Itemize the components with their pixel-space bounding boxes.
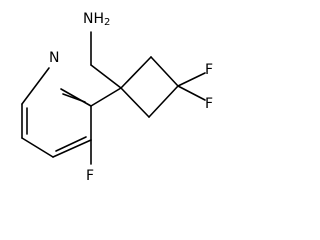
- amine-h-count: 2: [104, 17, 110, 28]
- bond-pyc5-pyc4: [21, 137, 54, 158]
- bond-c3-c4: [148, 85, 179, 118]
- bond-pyc2-pyn: [60, 88, 92, 107]
- bond-ch2-c1: [90, 64, 122, 89]
- chemical-structure: NH2 N F F F: [21, 11, 213, 184]
- pyridine-n-label: N: [49, 50, 59, 66]
- amine-h: H: [93, 11, 104, 27]
- bond-pyc4-pyc3-inner: [55, 136, 87, 152]
- bond-c3-f2: [177, 85, 206, 101]
- bond-pyn-pyc6: [21, 67, 50, 105]
- bond-c2-c3: [150, 56, 179, 87]
- bond-c1-c2: [120, 56, 152, 89]
- amine-n: N: [83, 11, 93, 27]
- bond-c1-pyc2: [90, 87, 122, 107]
- fluorine-1-label: F: [205, 62, 213, 78]
- bond-c3-f1: [177, 72, 206, 87]
- bond-pyc2-pyn-inner: [62, 93, 86, 103]
- fluorine-2-label: F: [205, 96, 213, 112]
- bonds: [21, 31, 206, 165]
- bond-pyc4-pyc3: [52, 139, 92, 158]
- atom-labels: NH2 N F F F: [49, 11, 213, 184]
- ring-fluorine-label: F: [86, 168, 94, 184]
- amine-label: NH2: [83, 11, 110, 28]
- bond-c4-c1: [120, 87, 150, 118]
